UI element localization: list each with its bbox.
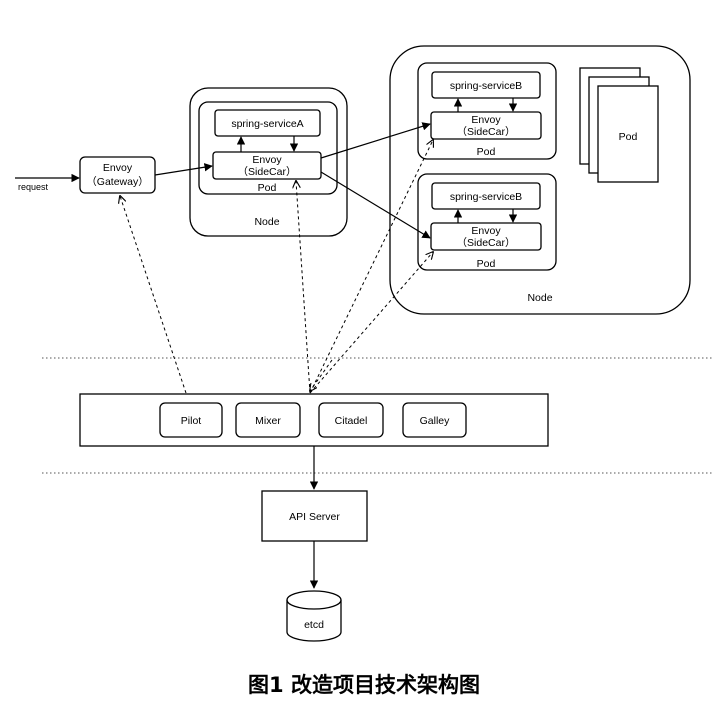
envoy-sidecar-b1-box bbox=[430, 111, 542, 140]
envoy-sidecar-a-box bbox=[212, 151, 322, 180]
envoy-sidecar-b1-label: Envoy bbox=[471, 114, 501, 126]
service-b2-box bbox=[431, 182, 541, 210]
request-label: request bbox=[18, 182, 49, 192]
envoy-sidecar-a-label: Envoy bbox=[252, 154, 282, 166]
envoy-sidecar-b2-sub: （SideCar） bbox=[457, 237, 516, 249]
galley-box bbox=[402, 402, 467, 438]
galley-label: Galley bbox=[420, 415, 451, 427]
arrow-sidecar-a-to-b2 bbox=[320, 171, 431, 239]
node-b: spring-serviceB Envoy （SideCar） Pod spri… bbox=[389, 45, 691, 315]
envoy-sidecar-a-sub: （SideCar） bbox=[238, 166, 297, 178]
service-a-box bbox=[214, 109, 321, 137]
node-b-label: Node bbox=[527, 292, 552, 304]
dashed-control-to-sidecar-b2 bbox=[309, 252, 433, 394]
stacked-pods: Pod bbox=[579, 67, 659, 183]
dashed-open-arrow bbox=[310, 359, 333, 391]
figure-caption: 图1 改造项目技术架构图 bbox=[248, 673, 480, 697]
arrow-sidecar-a-to-b1 bbox=[320, 122, 431, 159]
pod-b2-label: Pod bbox=[477, 258, 496, 270]
service-b2-label: spring-serviceB bbox=[450, 191, 522, 203]
citadel-label: Citadel bbox=[335, 415, 368, 427]
node-a-label: Node bbox=[254, 216, 279, 228]
service-a-label: spring-serviceA bbox=[231, 118, 303, 130]
gateway-sub: （Gateway） bbox=[86, 176, 148, 188]
pod-a-label: Pod bbox=[258, 182, 277, 194]
envoy-sidecar-b1-sub: （SideCar） bbox=[457, 126, 516, 138]
mixer-box bbox=[235, 402, 301, 438]
api-server-label: API Server bbox=[289, 511, 340, 523]
node-a: spring-serviceA Envoy （SideCar） Pod Node bbox=[189, 87, 348, 237]
gateway: Envoy （Gateway） bbox=[79, 156, 156, 194]
api-server: API Server bbox=[261, 490, 368, 542]
pilot-label: Pilot bbox=[181, 415, 202, 427]
service-b1-label: spring-serviceB bbox=[450, 80, 522, 92]
dashed-control-to-gateway bbox=[120, 196, 187, 394]
citadel-box bbox=[318, 402, 384, 438]
dashed-control-to-sidecar-b1 bbox=[309, 140, 433, 394]
envoy-sidecar-b2-label: Envoy bbox=[471, 225, 501, 237]
arrow-gateway-to-sidecar-a bbox=[154, 163, 213, 176]
control-plane: Pilot Mixer Citadel Galley bbox=[79, 393, 549, 447]
service-b1-box bbox=[431, 71, 541, 99]
mixer-label: Mixer bbox=[255, 415, 281, 427]
stacked-pod-label: Pod bbox=[619, 131, 638, 143]
gateway-label: Envoy bbox=[103, 162, 133, 174]
pilot-box bbox=[159, 402, 223, 438]
envoy-sidecar-b2-box bbox=[430, 222, 542, 251]
pod-b1-label: Pod bbox=[477, 146, 496, 158]
etcd-label: etcd bbox=[304, 619, 324, 631]
etcd-database: etcd bbox=[286, 590, 342, 642]
